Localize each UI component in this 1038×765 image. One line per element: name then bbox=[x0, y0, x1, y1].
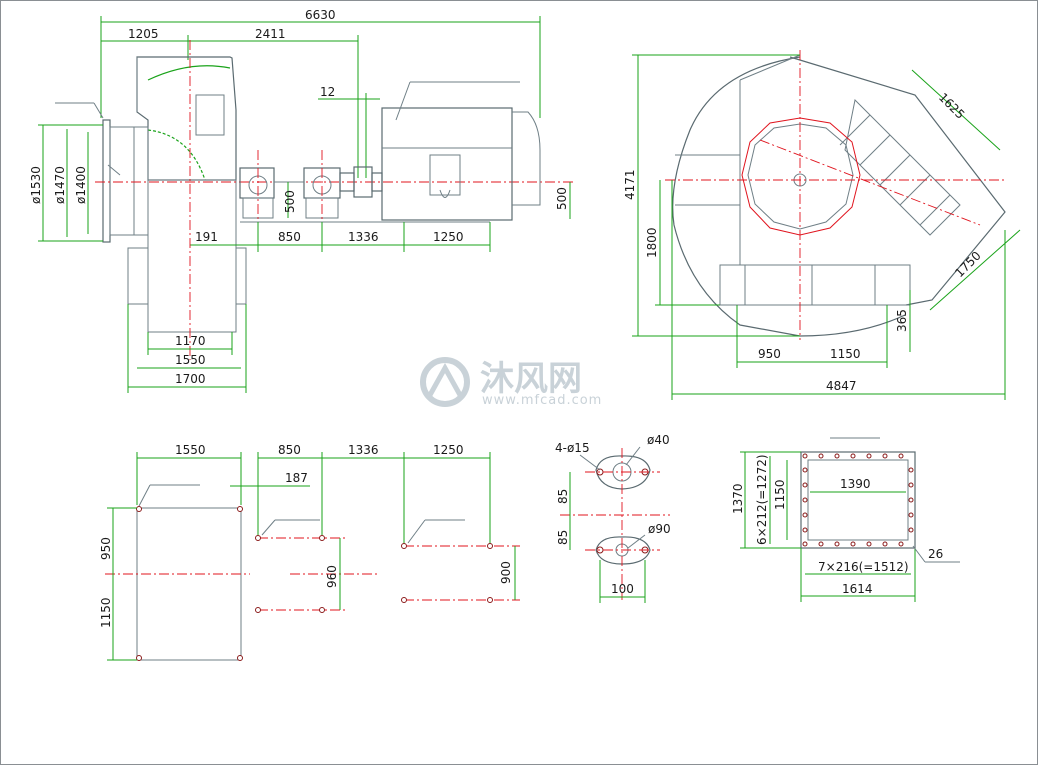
dim-850-side: 850 bbox=[278, 230, 301, 244]
dim-1700: 1700 bbox=[175, 372, 206, 386]
outlet-h1150: 1150 bbox=[773, 479, 787, 510]
outlet-h1370: 1370 bbox=[731, 483, 745, 514]
dim-1250-fnd: 1250 bbox=[433, 443, 464, 457]
dim-1205: 1205 bbox=[128, 27, 159, 41]
outlet-w1614: 1614 bbox=[842, 582, 873, 596]
dim-1550-fnd: 1550 bbox=[175, 443, 206, 457]
flange-h85b: 85 bbox=[556, 530, 570, 545]
dim-d1400: ø1400 bbox=[74, 166, 88, 204]
dim-900: 900 bbox=[499, 561, 513, 584]
flange-holes: 4-ø15 bbox=[555, 441, 590, 455]
dim-850-fnd: 850 bbox=[278, 443, 301, 457]
foundation-plan: 1550 850 1336 1250 187 950 1150 960 bbox=[99, 443, 520, 661]
dim-187: 187 bbox=[285, 471, 308, 485]
dim-d1470: ø1470 bbox=[53, 166, 67, 204]
outlet-holes-h: 7×216(=1512) bbox=[818, 560, 909, 574]
outlet-flange: 1370 1150 6×212(=1272) 1390 7×216(=1512)… bbox=[731, 437, 960, 602]
outlet-d26: 26 bbox=[928, 547, 943, 561]
dim-12: 12 bbox=[320, 85, 335, 99]
outlet-bolt-holes bbox=[802, 453, 914, 547]
watermark-brand: 沐风网 bbox=[480, 359, 582, 399]
dim-1250-side: 1250 bbox=[433, 230, 464, 244]
dim-4171: 4171 bbox=[623, 169, 637, 200]
flange-detail: 4-ø15 ø40 ø90 85 85 100 bbox=[555, 433, 671, 603]
dim-365: 365 bbox=[895, 309, 909, 332]
dim-6630: 6630 bbox=[305, 8, 336, 22]
flange-h85a: 85 bbox=[556, 489, 570, 504]
dim-1336-side: 1336 bbox=[348, 230, 379, 244]
dim-1170: 1170 bbox=[175, 334, 206, 348]
front-view: 4171 1800 1625 1750 365 950 1150 4847 bbox=[623, 50, 1021, 400]
watermark: 沐风网 www.mfcad.com bbox=[420, 357, 602, 408]
flange-d90: ø90 bbox=[648, 522, 671, 536]
dim-1800: 1800 bbox=[645, 227, 659, 258]
dim-191: 191 bbox=[195, 230, 218, 244]
dim-950-front: 950 bbox=[758, 347, 781, 361]
outlet-holes-v: 6×212(=1272) bbox=[755, 454, 769, 545]
dim-500-motor: 500 bbox=[555, 187, 569, 210]
dim-1150-fnd: 1150 bbox=[99, 597, 113, 628]
watermark-url: www.mfcad.com bbox=[482, 393, 602, 408]
dim-1550-side: 1550 bbox=[175, 353, 206, 367]
dim-1150-front: 1150 bbox=[830, 347, 861, 361]
dim-2411: 2411 bbox=[255, 27, 286, 41]
dim-4847: 4847 bbox=[826, 379, 857, 393]
dim-950-fnd: 950 bbox=[99, 537, 113, 560]
flange-d40: ø40 bbox=[647, 433, 670, 447]
dim-1336-fnd: 1336 bbox=[348, 443, 379, 457]
dim-500-bearing: 500 bbox=[283, 190, 297, 213]
outlet-w1390: 1390 bbox=[840, 477, 871, 491]
side-view: 6630 1205 2411 12 ø1530 ø1470 ø1400 bbox=[29, 8, 575, 393]
dim-1750: 1750 bbox=[952, 249, 983, 280]
dim-960: 960 bbox=[325, 565, 339, 588]
dim-d1530: ø1530 bbox=[29, 166, 43, 204]
watermark-logo-icon bbox=[420, 357, 470, 407]
dim-1625: 1625 bbox=[936, 90, 967, 121]
flange-w100: 100 bbox=[611, 582, 634, 596]
